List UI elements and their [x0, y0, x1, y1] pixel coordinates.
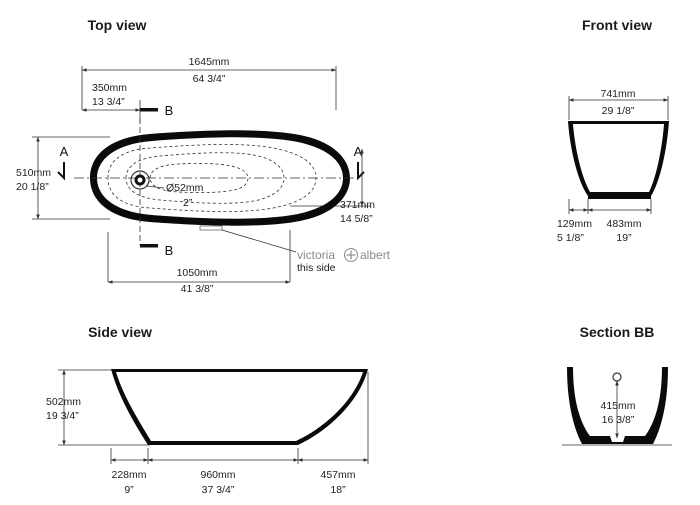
- drain-position-mm: 1050mm: [177, 267, 218, 279]
- front-tub-base: [588, 196, 651, 199]
- section-a-marker-right: [357, 162, 365, 181]
- drain-diameter-in: 2”: [183, 197, 193, 209]
- overall-length-mm: 1645mm: [189, 56, 230, 68]
- brand-plus-circle-icon: [344, 248, 358, 262]
- drain-outer-icon: [130, 170, 150, 190]
- front-base-offset-mm: 129mm: [557, 218, 592, 230]
- front-base-offset-in: 5 1/8”: [557, 232, 584, 244]
- front-top-width-mm: 741mm: [600, 88, 635, 100]
- brand-note: this side: [297, 262, 336, 274]
- side-base-in: 37 3/4”: [202, 484, 235, 496]
- overflow-slot: [199, 225, 223, 231]
- offset-mm: 350mm: [92, 82, 127, 94]
- width-mm: 510mm: [16, 167, 51, 179]
- brand-right-text: albert: [360, 248, 391, 262]
- section-a-label-left: A: [60, 144, 69, 159]
- top-view-title: Top view: [88, 17, 147, 33]
- side-height-mm: 502mm: [46, 396, 81, 408]
- section-bb-title: Section BB: [580, 324, 655, 340]
- drain-position-in: 41 3/8”: [181, 283, 214, 295]
- section-b-label-top: B: [165, 103, 174, 118]
- width-in: 20 1/8”: [16, 181, 49, 193]
- section-floor: [590, 436, 645, 444]
- inner-width-in: 14 5/8”: [340, 213, 373, 225]
- front-tub-body: [568, 121, 669, 196]
- section-depth-mm: 415mm: [600, 400, 635, 412]
- top-view: 1645mm 64 3/4” 350mm 13 3/4” 510mm 20 1/…: [16, 56, 391, 295]
- drain-leader: [145, 185, 165, 189]
- section-overflow-icon: [612, 372, 622, 382]
- side-view: 502mm 19 3/4” 228mm 9” 960mm 37 3/4” 457…: [46, 369, 369, 496]
- overall-length-in: 64 3/4”: [193, 73, 226, 85]
- section-wall-right: [645, 367, 668, 444]
- front-view-title: Front view: [582, 17, 652, 33]
- section-b-marker-bottom: [140, 244, 158, 248]
- brand-left-text: victoria: [297, 248, 335, 262]
- side-tub-body: [111, 369, 368, 445]
- front-base-width-mm: 483mm: [606, 218, 641, 230]
- section-a-label-right: A: [354, 144, 363, 159]
- section-b-marker-top: [140, 108, 158, 112]
- inner-width-mm: 371mm: [340, 199, 375, 211]
- side-left-in: 9”: [124, 484, 134, 496]
- section-b-label-bottom: B: [165, 243, 174, 258]
- side-right-mm: 457mm: [320, 469, 355, 481]
- front-base-width-in: 19”: [616, 232, 632, 244]
- drain-center-icon: [137, 177, 143, 183]
- inner-drain-zone: [149, 163, 249, 193]
- brand-leader: [221, 229, 297, 253]
- side-right-in: 18”: [330, 484, 346, 496]
- side-left-mm: 228mm: [111, 469, 146, 481]
- side-base-mm: 960mm: [200, 469, 235, 481]
- section-wall-left: [567, 367, 590, 444]
- side-height-in: 19 3/4”: [46, 410, 79, 422]
- drain-diameter-mm: Ø52mm: [166, 182, 204, 194]
- offset-in: 13 3/4”: [92, 96, 125, 108]
- section-bb-view: 415mm 16 3/8”: [562, 367, 672, 446]
- front-view: 741mm 29 1/8” 129mm 5 1/8” 483mm 19”: [557, 88, 669, 244]
- brand-logo: victoria albert: [297, 248, 391, 262]
- front-top-width-in: 29 1/8”: [602, 105, 635, 117]
- section-depth-in: 16 3/8”: [602, 414, 635, 426]
- side-view-title: Side view: [88, 324, 152, 340]
- inner-floor-outline: [125, 152, 285, 204]
- section-a-marker-left: [57, 162, 65, 181]
